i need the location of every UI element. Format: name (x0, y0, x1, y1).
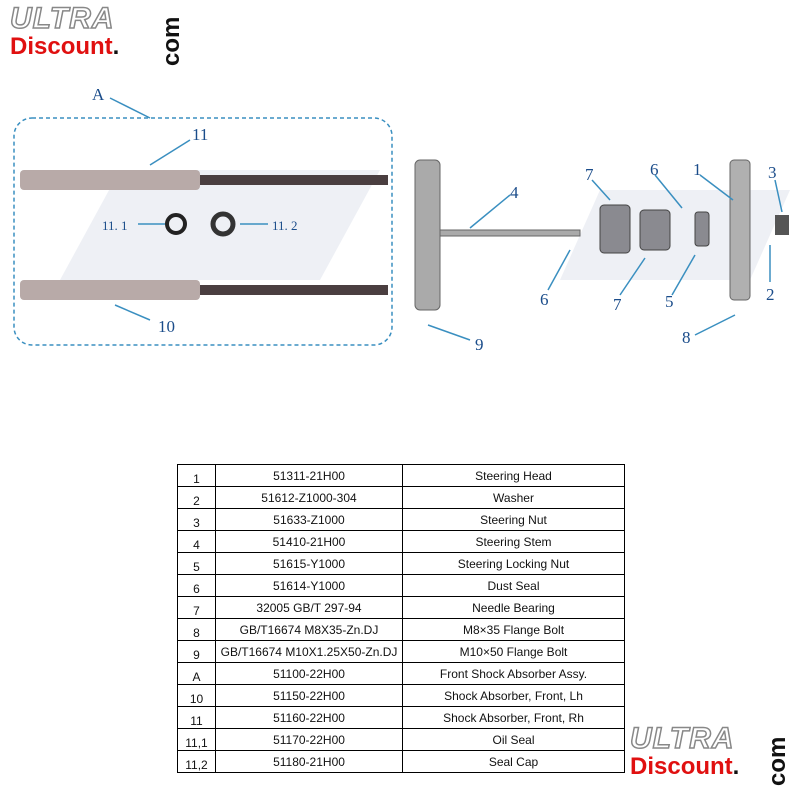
part-number-cell: 51612-Z1000-304 (215, 486, 403, 509)
part-number-cell: 51615-Y1000 (215, 552, 403, 575)
callout-7b: 7 (613, 295, 622, 314)
callout-9: 9 (475, 335, 484, 354)
part-number-cell: 51170-22H00 (215, 728, 403, 751)
seal-cap (210, 211, 236, 237)
part-number-cell: 51150-22H00 (215, 684, 403, 707)
description-cell: M8×35 Flange Bolt (402, 618, 625, 641)
callout-10: 10 (158, 317, 175, 336)
callout-11-1: 11. 1 (102, 218, 128, 233)
oil-seal (165, 213, 187, 235)
description-cell: Front Shock Absorber Assy. (402, 662, 625, 685)
ref-cell: 11 (177, 706, 216, 729)
ref-cell: 11,1 (177, 728, 216, 751)
logo-com: com (764, 736, 791, 786)
logo-discount: Discount (630, 753, 733, 780)
ref-cell: 10 (177, 684, 216, 707)
steering-nut (775, 215, 789, 235)
callout-4: 4 (510, 183, 519, 202)
logo-com: com (158, 16, 185, 66)
part-number-cell: 51410-21H00 (215, 530, 403, 553)
description-cell: Needle Bearing (402, 596, 625, 619)
callout-6b: 6 (650, 160, 659, 179)
logo-ultra: ULTRA (629, 722, 735, 755)
assembly-a-box (13, 117, 393, 346)
description-cell: Steering Nut (402, 508, 625, 531)
callout-11: 11 (192, 125, 208, 144)
logo-bottom: ULTRA Discount. com (629, 722, 791, 786)
description-cell: M10×50 Flange Bolt (402, 640, 625, 663)
ref-cell: 6 (177, 574, 216, 597)
ref-cell: 3 (177, 508, 216, 531)
logo-discount: Discount (10, 33, 113, 60)
callout-2: 2 (766, 285, 775, 304)
part-number-cell: 51160-22H00 (215, 706, 403, 729)
logo-top: ULTRA Discount. com (9, 2, 185, 66)
description-cell: Washer (402, 486, 625, 509)
description-cell: Seal Cap (402, 750, 625, 773)
ref-cell: 2 (177, 486, 216, 509)
steering-head (729, 159, 751, 301)
part-number-cell: 32005 GB/T 297-94 (215, 596, 403, 619)
fork-tube-rh (20, 170, 388, 190)
ref-cell: A (177, 662, 216, 685)
callout-5: 5 (665, 292, 674, 311)
description-cell: Shock Absorber, Front, Rh (402, 706, 625, 729)
callout-11-2: 11. 2 (272, 218, 298, 233)
steering-stem (414, 159, 581, 311)
part-number-cell: 51614-Y1000 (215, 574, 403, 597)
leader-lines (109, 97, 783, 341)
callout-a: A (92, 85, 105, 104)
exploded-diagram: A 11 11. 1 11. 2 10 4 9 6 7 7 6 5 1 3 2 … (13, 85, 790, 354)
ref-cell: 9 (177, 640, 216, 663)
description-cell: Steering Head (402, 464, 625, 487)
description-cell: Steering Stem (402, 530, 625, 553)
part-number-cell: 51100-22H00 (215, 662, 403, 685)
part-number-cell: 51311-21H00 (215, 464, 403, 487)
bearings (599, 204, 710, 254)
ref-cell: 5 (177, 552, 216, 575)
part-number-cell: 51633-Z1000 (215, 508, 403, 531)
callout-6a: 6 (540, 290, 549, 309)
callout-7a: 7 (585, 165, 594, 184)
description-cell: Oil Seal (402, 728, 625, 751)
part-number-cell: 51180-21H00 (215, 750, 403, 773)
ref-cell: 4 (177, 530, 216, 553)
callout-8: 8 (682, 328, 691, 347)
part-number-cell: GB/T16674 M8X35-Zn.DJ (215, 618, 403, 641)
part-number-cell: GB/T16674 M10X1.25X50-Zn.DJ (215, 640, 403, 663)
description-cell: Shock Absorber, Front, Lh (402, 684, 625, 707)
ref-cell: 1 (177, 464, 216, 487)
logo-ultra: ULTRA (9, 2, 115, 35)
callout-3: 3 (768, 163, 777, 182)
ref-cell: 7 (177, 596, 216, 619)
callout-1: 1 (693, 160, 702, 179)
ref-cell: 11,2 (177, 750, 216, 773)
fork-tube-lh (20, 280, 388, 300)
description-cell: Dust Seal (402, 574, 625, 597)
ref-cell: 8 (177, 618, 216, 641)
description-cell: Steering Locking Nut (402, 552, 625, 575)
